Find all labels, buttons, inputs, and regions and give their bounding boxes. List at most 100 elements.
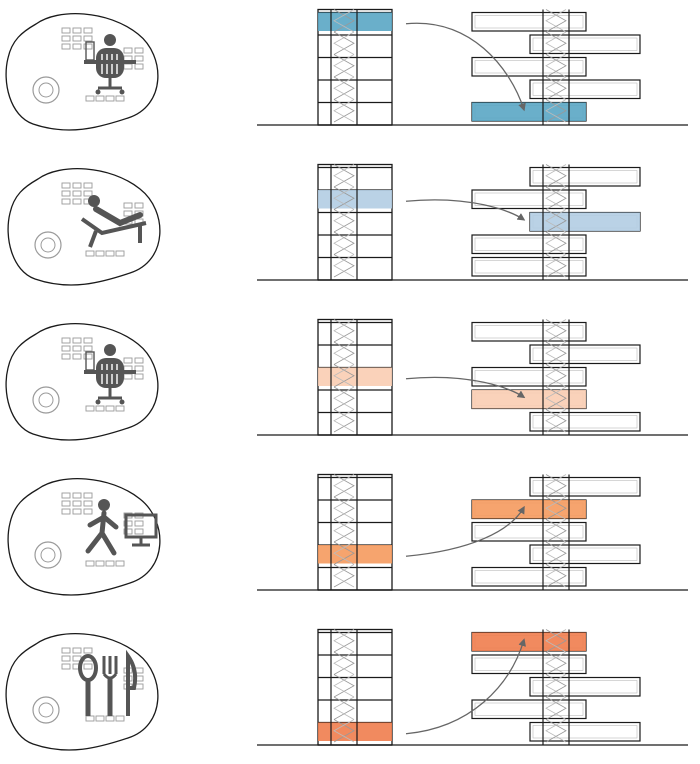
furniture-piece (61, 663, 71, 670)
diagram-row-meeting (5, 318, 688, 441)
furniture-piece (123, 520, 133, 527)
stair-flight (545, 31, 567, 55)
stair-flight (545, 541, 567, 565)
stair-flight (545, 519, 567, 543)
stair-flight (545, 474, 567, 498)
furniture-piece (72, 182, 82, 189)
stair-flight (545, 186, 567, 210)
furniture-piece (72, 508, 82, 515)
shifted-floor (529, 476, 641, 497)
target-floor-highlight (472, 390, 586, 409)
furniture-piece (83, 182, 93, 189)
furniture-piece (61, 337, 71, 344)
furniture-piece (95, 250, 105, 257)
stair-flight (333, 209, 355, 233)
stair-flight (333, 474, 355, 498)
stair-flight (333, 364, 355, 388)
stair-flight (545, 674, 567, 698)
stair-flight (545, 341, 567, 365)
relaxing-lounge-icon (88, 195, 100, 207)
shifted-floor (471, 56, 587, 77)
stair-flight (333, 651, 355, 675)
furniture-piece (115, 560, 125, 567)
stair-flight (545, 719, 567, 743)
furniture-piece (61, 647, 71, 654)
stair-flight (545, 209, 567, 233)
round-table-inner (38, 82, 54, 98)
furniture-piece (105, 560, 115, 567)
furniture-piece (115, 95, 125, 102)
stair-flight (333, 629, 355, 653)
stair-flight (545, 696, 567, 720)
shifted-floor (529, 544, 641, 565)
stair-flight (333, 54, 355, 78)
stair-flight (333, 674, 355, 698)
furniture-piece (134, 520, 144, 527)
shifted-floor-inner (532, 37, 638, 51)
round-table (32, 76, 60, 104)
shifted-floor (529, 79, 641, 100)
furniture-piece (61, 182, 71, 189)
shift-arrow (405, 638, 526, 735)
plan-blob-outline (7, 478, 161, 596)
stair-flight (545, 254, 567, 278)
stair-flight (333, 186, 355, 210)
shifted-floor (471, 366, 587, 387)
diagram-row-dining (5, 628, 688, 751)
stair-flight (333, 474, 355, 498)
furniture-piece (72, 345, 82, 352)
shifted-floor-inner (474, 60, 584, 74)
shifted-floor-inner (474, 15, 584, 29)
shifted-floor (471, 256, 587, 277)
furniture-piece (61, 35, 71, 42)
furniture-piece (105, 715, 115, 722)
round-table-inner (40, 237, 56, 253)
furniture-piece (83, 492, 93, 499)
stair-flight (333, 254, 355, 278)
stair-flight (545, 409, 567, 433)
stair-flight (545, 76, 567, 100)
stair-flight (545, 99, 567, 123)
shifted-floor-inner (474, 260, 584, 274)
shifted-floor (529, 166, 641, 187)
furniture-piece (123, 357, 133, 364)
furniture-piece (95, 715, 105, 722)
stair-flight (333, 364, 355, 388)
furniture-piece (61, 508, 71, 515)
stair-flight (545, 496, 567, 520)
plan-blob-outline (5, 13, 159, 131)
furniture-piece (61, 43, 71, 50)
shifted-floor-inner (474, 370, 584, 384)
desk-top (84, 370, 136, 374)
stair-flight (333, 719, 355, 743)
furniture-piece (95, 405, 105, 412)
stair-flight (333, 496, 355, 520)
furniture-piece (123, 63, 133, 70)
shifted-floor-inner (532, 82, 638, 96)
stair-flight (545, 541, 567, 565)
stair-flight (545, 409, 567, 433)
furniture-piece (83, 27, 93, 34)
source-floor-highlight (318, 722, 392, 741)
furniture-piece (61, 198, 71, 205)
diagram-row-fitness (7, 473, 688, 596)
furniture-piece (61, 27, 71, 34)
shifted-floor-inner (474, 525, 584, 539)
stair-flight (333, 519, 355, 543)
furniture-piece (85, 405, 95, 412)
stair-flight (333, 186, 355, 210)
monitor (85, 41, 95, 61)
wheel (119, 399, 125, 405)
stair-flight (333, 9, 355, 33)
furniture-piece (85, 715, 95, 722)
stair-flight (333, 564, 355, 588)
furniture-piece (115, 250, 125, 257)
round-table (32, 696, 60, 724)
stair-flight (545, 386, 567, 410)
stair-flight (333, 496, 355, 520)
furniture-piece (83, 647, 93, 654)
cutlery-icon (78, 654, 98, 682)
stair-flight (545, 164, 567, 188)
stair-flight (333, 31, 355, 55)
